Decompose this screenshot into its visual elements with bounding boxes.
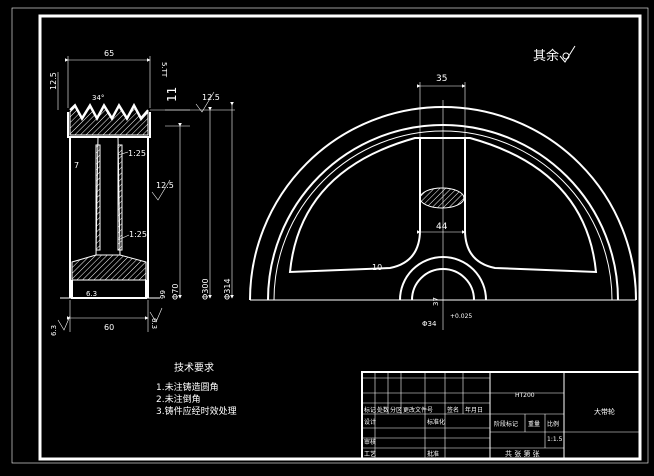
tb-craft: 工艺 [364, 450, 376, 458]
taper-bottom: 1:25 [129, 230, 147, 239]
front-bore: Φ34 [422, 320, 437, 328]
tech-item-2: 2.未注倒角 [156, 393, 201, 405]
hub-roughness: 6.3 [86, 290, 97, 298]
tb-scale-value: 1:1.5 [547, 436, 563, 443]
dim-groove-angle: 34° [92, 94, 104, 102]
side-section-view: 65 5.TT 12.5 34° 11 1:25 1:25 7 12.5 12.… [49, 49, 235, 336]
dia-2: Φ300 [201, 278, 210, 300]
front-top-width: 35 [436, 74, 447, 84]
dim-top-width: 65 [104, 49, 114, 58]
small-tol: 66 [158, 290, 166, 299]
dia-1: Φ70 [171, 284, 180, 300]
tb-sheet: 共 张 第 张 [505, 449, 540, 458]
tb-review: 审核 [364, 438, 376, 446]
tb-label-1: 处数 [377, 406, 389, 414]
dim-top-right: 5.TT [160, 62, 168, 78]
tb-label-3: 更改文件号 [403, 406, 433, 414]
tb-scale-label: 比例 [547, 420, 559, 428]
tb-label-5: 年月日 [465, 406, 483, 414]
tb-design: 设计 [364, 418, 376, 426]
dim-left-vert: 12.5 [49, 72, 58, 90]
tb-stdz: 标准化 [427, 418, 445, 426]
title-block: HT200 大带轮 标记 处数 分区 更改文件号 签名 年月日 设计 标准化 阶… [361, 371, 641, 460]
front-spoke-width: 44 [436, 222, 448, 232]
dim-bottom-width: 60 [104, 323, 114, 332]
front-tol: +0.025 [450, 313, 472, 320]
tech-item-1: 1.未注铸造圆角 [156, 381, 219, 393]
front-small-1: 10 [372, 263, 382, 272]
tech-item-3: 3.铸件应经时效处理 [156, 405, 237, 417]
tb-weight: 重量 [528, 420, 540, 428]
tb-material: HT200 [515, 392, 535, 399]
tb-label-0: 标记 [364, 406, 376, 414]
tb-stage: 阶段标记 [494, 420, 518, 428]
roughness-check-icon [559, 45, 576, 63]
tb-part-name: 大带轮 [594, 407, 615, 416]
roughness-mid: 12.5 [156, 181, 174, 190]
roughness-circle-icon [562, 52, 570, 60]
hub-length: 7 [74, 161, 79, 170]
tb-label-2: 分区 [390, 406, 402, 414]
front-small-2: 37 [432, 297, 440, 306]
tb-approve: 批准 [427, 450, 439, 458]
surface-note: 其余 [533, 48, 559, 64]
front-half-view: 35 44 10 37 Φ34 +0.025 [249, 74, 637, 330]
dim-right-small: 11 [165, 87, 179, 102]
tb-label-4: 签名 [447, 406, 459, 414]
dia-3: Φ314 [223, 278, 232, 300]
tech-title: 技术要求 [174, 361, 214, 374]
dim-bottom-left: 6.3 [50, 325, 58, 336]
sheet-inner-border [38, 14, 642, 461]
sheet-outer-border [11, 7, 649, 464]
taper-top: 1:25 [128, 149, 146, 158]
dim-bottom-right: 6.3 [150, 318, 158, 329]
